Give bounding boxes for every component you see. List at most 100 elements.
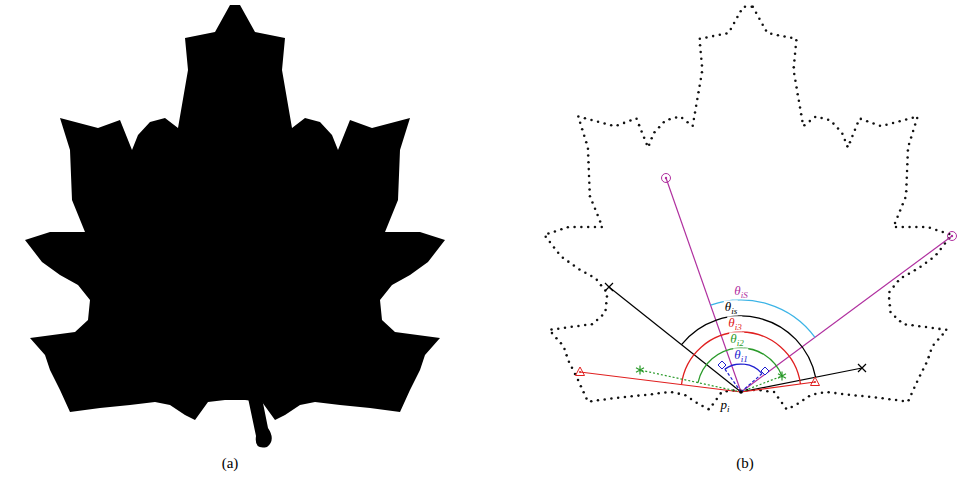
contour-point bbox=[935, 253, 938, 256]
contour-point bbox=[587, 148, 590, 151]
contour-point bbox=[701, 64, 704, 67]
contour-point bbox=[588, 175, 591, 178]
contour-point bbox=[942, 231, 945, 234]
contour-point bbox=[796, 402, 799, 405]
contour-point bbox=[925, 326, 928, 329]
contour-point bbox=[616, 124, 619, 127]
contour-point bbox=[578, 268, 581, 271]
contour-point bbox=[834, 392, 837, 395]
contour-point bbox=[712, 35, 715, 38]
contour-point bbox=[644, 394, 647, 397]
contour-point bbox=[908, 272, 911, 275]
contour-point bbox=[563, 348, 566, 351]
contour-point bbox=[904, 197, 907, 200]
contour-point bbox=[770, 33, 773, 36]
end-marker bbox=[858, 364, 866, 372]
contour-point bbox=[695, 104, 698, 107]
contour-point bbox=[897, 280, 900, 283]
ray-line bbox=[741, 376, 782, 392]
contour-point bbox=[643, 136, 646, 139]
contour-point bbox=[892, 285, 895, 288]
contour-point bbox=[925, 362, 928, 365]
contour-point bbox=[568, 361, 571, 364]
end-marker bbox=[662, 174, 671, 183]
contour-point bbox=[582, 391, 585, 394]
contour-point bbox=[919, 265, 922, 268]
contour-point bbox=[675, 116, 678, 119]
contour-point bbox=[577, 379, 580, 382]
contour-point bbox=[707, 408, 710, 411]
contour-point bbox=[794, 46, 797, 49]
contour-point bbox=[624, 396, 627, 399]
contour-point bbox=[765, 29, 768, 32]
contour-point bbox=[932, 343, 935, 346]
contour-point bbox=[888, 291, 891, 294]
contour-point bbox=[657, 392, 660, 395]
contour-point bbox=[699, 51, 702, 54]
contour-point bbox=[544, 235, 547, 238]
contour-point bbox=[610, 124, 613, 127]
contour-point bbox=[915, 226, 918, 229]
contour-point bbox=[913, 387, 916, 390]
end-marker bbox=[811, 377, 820, 386]
contour-point bbox=[697, 91, 700, 94]
contour-point bbox=[730, 28, 733, 31]
ray-line bbox=[741, 368, 862, 392]
contour-point bbox=[854, 394, 857, 397]
contour-point bbox=[854, 128, 857, 131]
contour-point bbox=[927, 356, 930, 359]
contour-point bbox=[895, 399, 898, 402]
contour-point bbox=[790, 406, 793, 409]
contour-point bbox=[814, 116, 817, 119]
contour-point bbox=[841, 393, 844, 396]
contour-point bbox=[906, 163, 909, 166]
contour-point bbox=[557, 327, 560, 330]
contour-point bbox=[700, 58, 703, 61]
leaf-silhouette bbox=[25, 5, 445, 420]
contour-point bbox=[662, 121, 665, 124]
contour-point bbox=[925, 261, 928, 264]
point-label: pi bbox=[719, 398, 730, 413]
contour-point bbox=[919, 374, 922, 377]
contour-point bbox=[645, 143, 648, 146]
contour-point bbox=[590, 400, 593, 403]
contour-point bbox=[914, 123, 917, 126]
contour-point bbox=[671, 391, 674, 394]
contour-point bbox=[885, 123, 888, 126]
contour-point bbox=[605, 302, 608, 305]
contour-point bbox=[701, 71, 704, 74]
contour-point bbox=[557, 252, 560, 255]
contour-point bbox=[551, 332, 554, 335]
contour-point bbox=[651, 393, 654, 396]
contour-point bbox=[587, 161, 590, 164]
contour-point bbox=[750, 6, 753, 9]
contour-point bbox=[560, 342, 563, 345]
contour-point bbox=[678, 392, 681, 395]
contour-point bbox=[650, 137, 653, 140]
contour-point bbox=[699, 44, 702, 47]
contour-point bbox=[906, 170, 909, 173]
contour-point bbox=[599, 220, 602, 223]
ray-line bbox=[741, 371, 765, 392]
contour-point bbox=[744, 6, 747, 9]
contour-point bbox=[912, 130, 915, 133]
contour-point bbox=[872, 122, 875, 125]
contour-point bbox=[889, 311, 892, 314]
contour-point bbox=[902, 276, 905, 279]
ray-line bbox=[609, 287, 741, 392]
contour-point bbox=[590, 119, 593, 122]
contour-point bbox=[832, 122, 835, 125]
contour-point bbox=[781, 402, 784, 405]
contour-point bbox=[860, 118, 863, 121]
contour-point bbox=[898, 120, 901, 123]
contour-point bbox=[901, 203, 904, 206]
contour-point bbox=[567, 260, 570, 263]
contour-point bbox=[583, 134, 586, 137]
contour-point bbox=[907, 399, 910, 402]
contour-point bbox=[827, 391, 830, 394]
ray-line bbox=[722, 365, 741, 392]
end-marker bbox=[576, 367, 585, 376]
contour-point bbox=[922, 368, 925, 371]
contour-point bbox=[866, 120, 869, 123]
contour-point bbox=[848, 393, 851, 396]
